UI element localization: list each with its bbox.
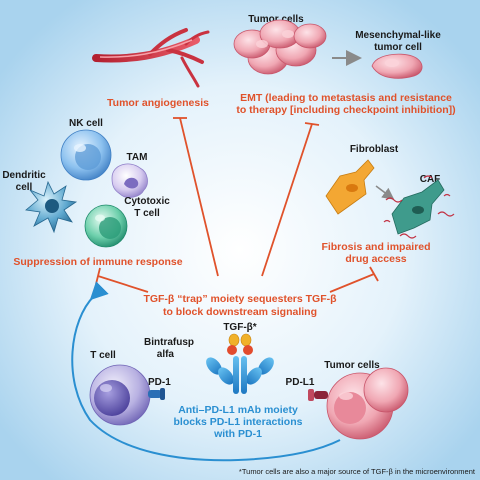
- label-cytotoxic-1: Cytotoxic: [124, 196, 170, 207]
- bintrafusp-alfa-icon: [206, 333, 274, 394]
- dendritic-cell-icon: [25, 180, 78, 234]
- effect-fibrosis-1: Fibrosis and impaired: [321, 241, 430, 253]
- inhibition-lines: [95, 117, 379, 293]
- label-t-cell: T cell: [90, 350, 116, 361]
- label-dendritic-2: cell: [16, 182, 33, 193]
- mechanism-trap-2: to block downstream signaling: [163, 306, 317, 318]
- tumor-cell-cluster-icon: [233, 19, 327, 75]
- label-bintrafusp-1: Bintrafusp: [144, 337, 194, 348]
- blood-vessel-icon: [92, 28, 210, 88]
- caf-transition-arrow: [375, 185, 395, 200]
- label-pdl1: PD-L1: [286, 377, 315, 388]
- label-mesenchymal-2: tumor cell: [374, 42, 422, 53]
- label-dendritic-1: Dendritic: [2, 170, 46, 181]
- inhibit-fibrosis-line: [329, 273, 375, 293]
- label-caf: CAF: [420, 174, 441, 185]
- effect-angiogenesis: Tumor angiogenesis: [107, 97, 209, 109]
- inhibit-emt-line: [261, 123, 313, 277]
- effect-emt-1: EMT (leading to metastasis and resistanc…: [240, 92, 452, 104]
- mechanism-anti-pdl1-1: Anti–PD-L1 mAb moiety: [178, 404, 298, 416]
- label-nk-cell: NK cell: [69, 118, 103, 129]
- label-fibroblast: Fibroblast: [350, 144, 399, 155]
- mechanism-anti-pdl1-3: with PD-1: [213, 428, 262, 440]
- effect-immune-suppression: Suppression of immune response: [13, 256, 182, 268]
- label-tumor-cells-bottom: Tumor cells: [324, 360, 380, 371]
- label-tumor-cells-top: Tumor cells: [248, 14, 304, 25]
- cytotoxic-t-cell-icon: [84, 204, 128, 248]
- tumor-cell-icon: [308, 367, 409, 440]
- label-pd1: PD-1: [148, 377, 171, 388]
- inhibit-angiogenesis-line: [179, 117, 219, 277]
- nk-cell-icon: [60, 129, 112, 181]
- effect-emt-2: to therapy [including checkpoint inhibit…: [236, 104, 455, 116]
- label-mesenchymal-1: Mesenchymal-like: [355, 30, 441, 41]
- effect-fibrosis-2: drug access: [345, 253, 406, 265]
- inhibit-immune-line: [97, 275, 149, 293]
- mechanism-anti-pdl1-2: blocks PD-L1 interactions: [174, 416, 303, 428]
- label-bintrafusp-2: alfa: [157, 349, 175, 360]
- label-tam: TAM: [127, 152, 148, 163]
- immune-restoration-arc: [71, 281, 341, 462]
- tam-icon: [111, 163, 148, 198]
- t-cell-icon: [89, 364, 165, 426]
- label-tgfb: TGF-β*: [223, 322, 256, 333]
- footnote: *Tumor cells are also a major source of …: [239, 467, 476, 476]
- fibroblast-icon: [325, 159, 375, 215]
- mechanism-trap-1: TGF-β “trap” moiety sequesters TGF-β: [143, 293, 337, 305]
- caf-icon: [383, 175, 455, 239]
- label-cytotoxic-2: T cell: [134, 208, 160, 219]
- mesenchymal-cell-icon: [371, 53, 423, 79]
